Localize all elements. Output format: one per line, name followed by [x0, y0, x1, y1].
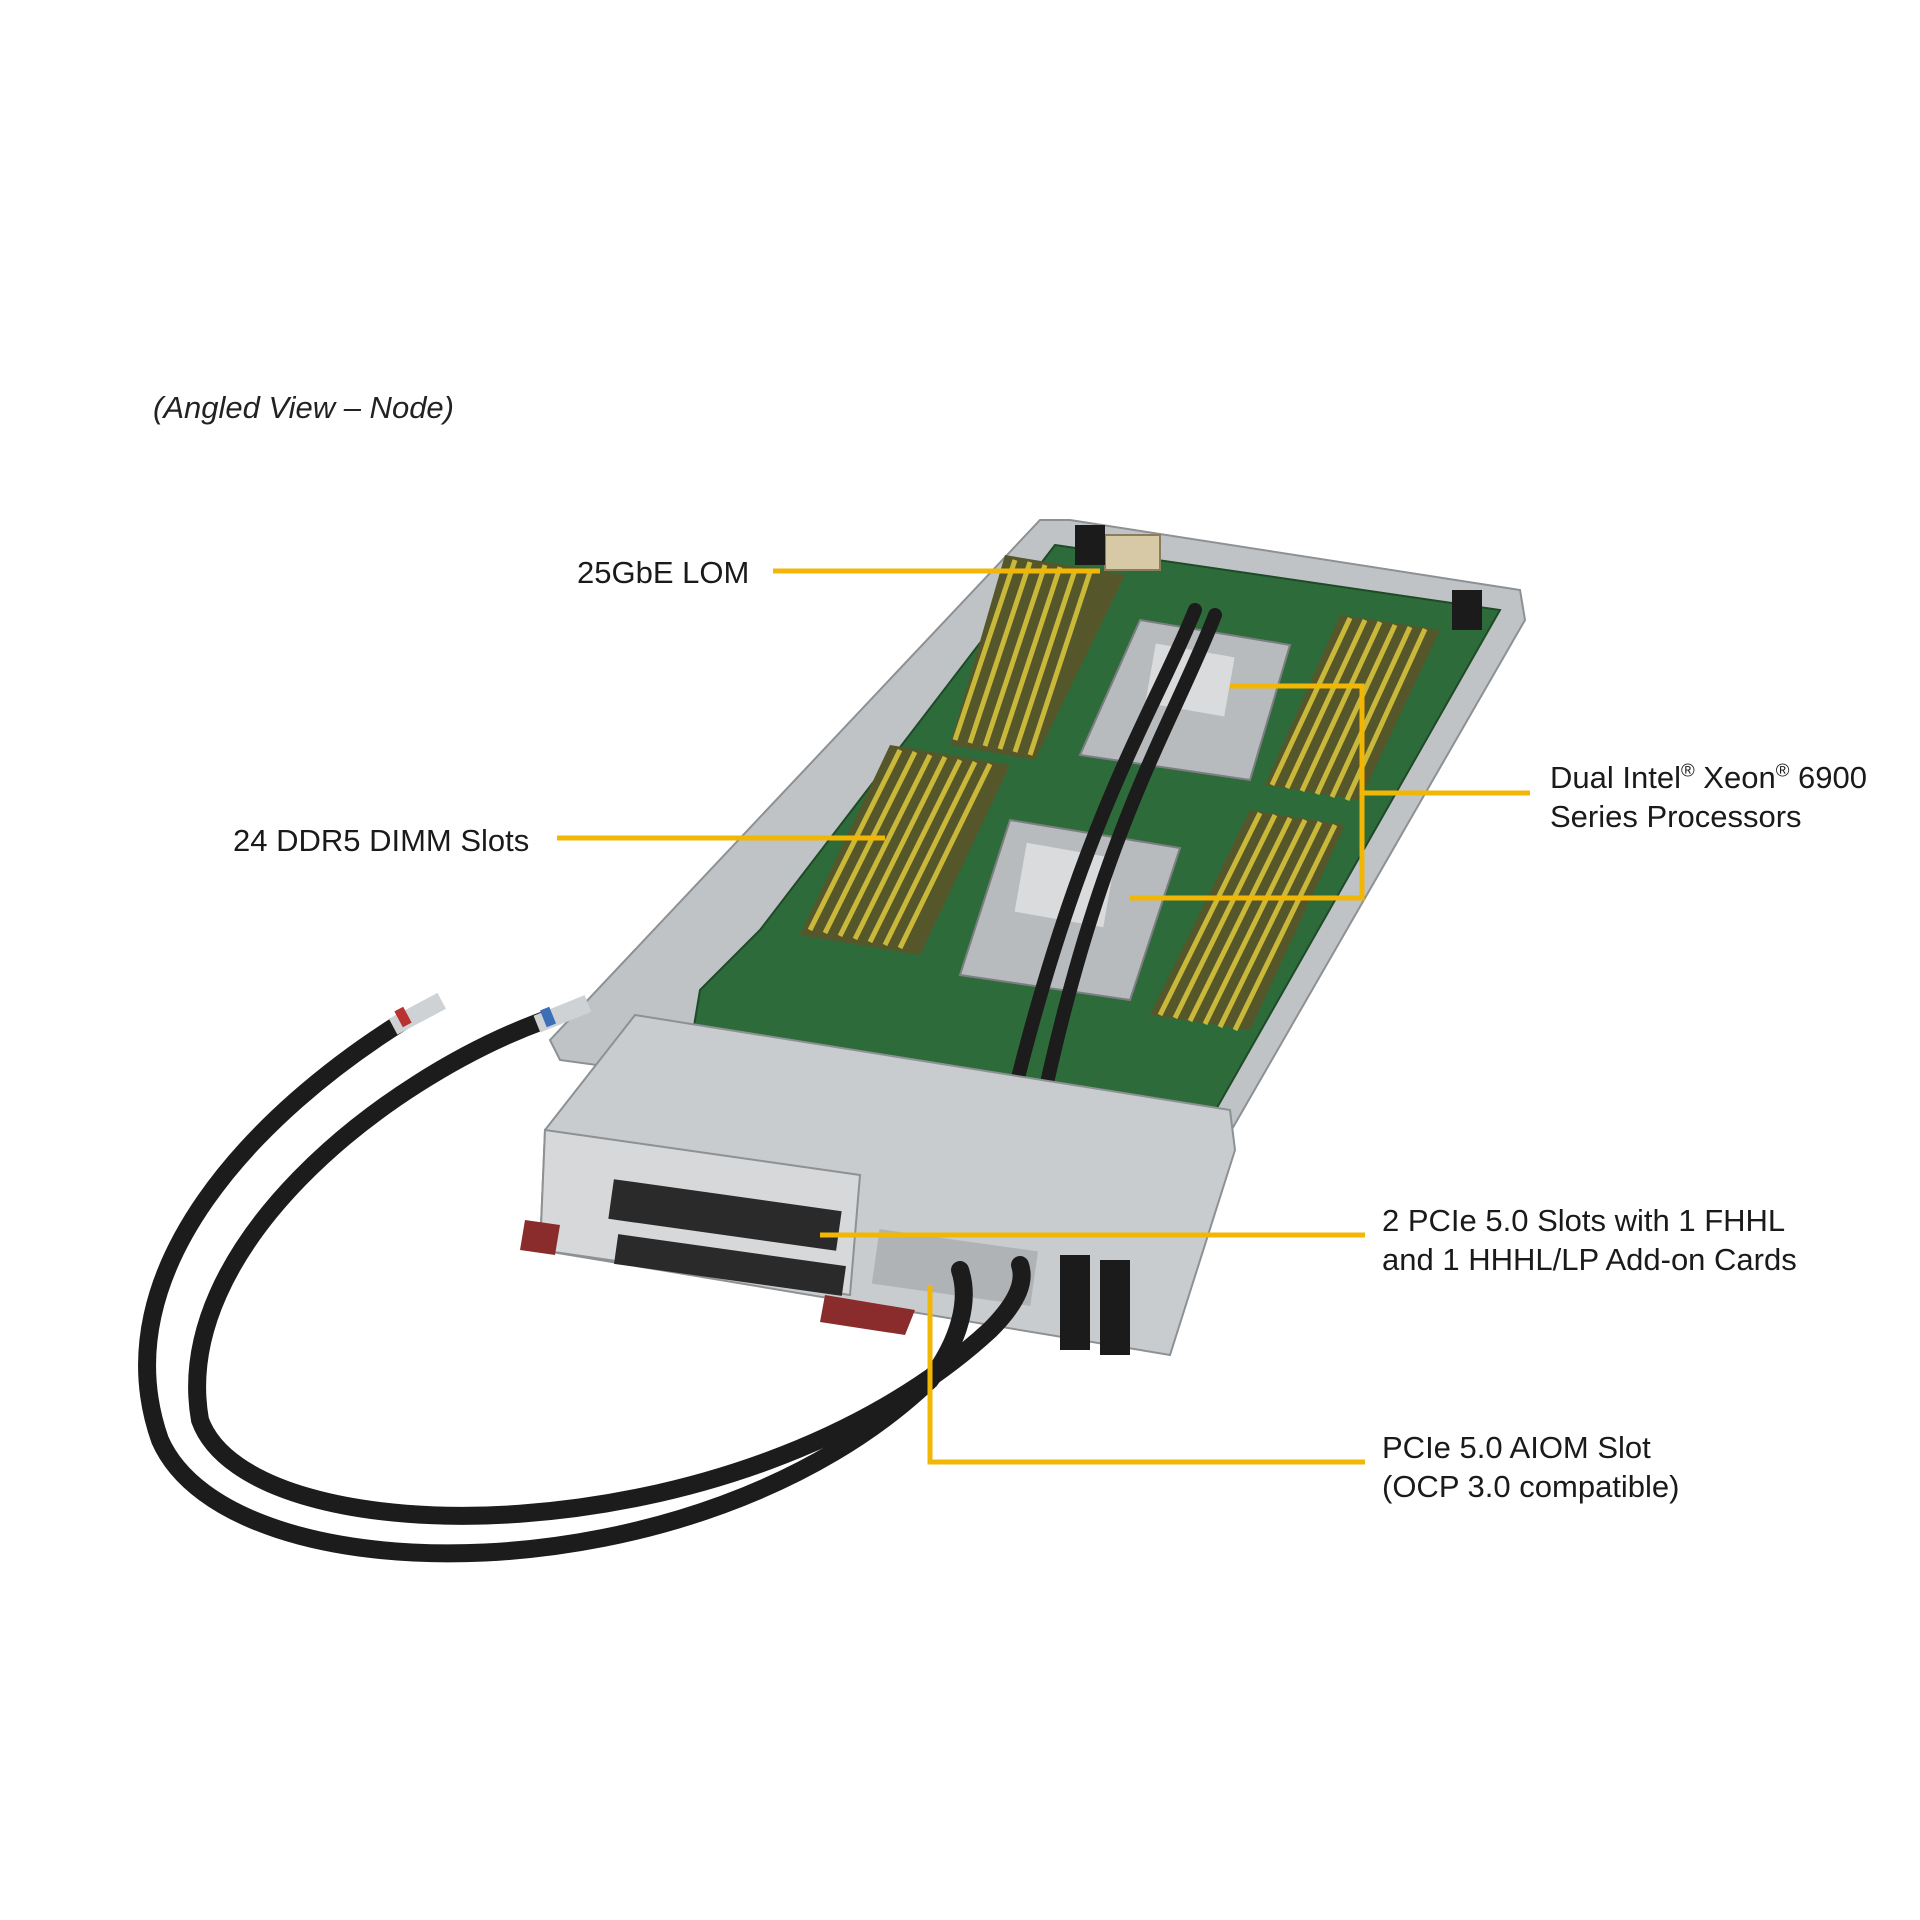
cpu-reg-mark-2: ® — [1775, 759, 1790, 781]
rear-power-connector-right — [1452, 590, 1482, 630]
callout-dimm-line1: 24 DDR5 DIMM Slots — [233, 823, 530, 858]
callout-pcie-line2: and 1 HHHL/LP Add-on Cards — [1382, 1242, 1797, 1277]
callout-cpu-line2: Series Processors — [1550, 799, 1802, 834]
cpu-text-a: Dual Intel — [1550, 760, 1681, 795]
leader-lines — [557, 568, 1530, 1465]
front-riser-bracket — [538, 1013, 1237, 1357]
front-release-handle — [820, 1295, 915, 1335]
cpu-reg-mark-1: ® — [1680, 759, 1695, 781]
callout-pcie: 2 PCIe 5.0 Slots with 1 FHHL and 1 HHHL/… — [1382, 1201, 1797, 1279]
callout-lom-line1: 25GbE LOM — [577, 555, 750, 590]
callout-pcie-line1: 2 PCIe 5.0 Slots with 1 FHHL — [1382, 1203, 1786, 1238]
callout-lom: 25GbE LOM — [577, 553, 749, 592]
callout-aiom-line2: (OCP 3.0 compatible) — [1382, 1469, 1680, 1504]
dimm-bank-lower-left — [800, 745, 1010, 955]
external-coolant-hoses — [138, 1011, 1031, 1563]
callout-cpu: Dual Intel® Xeon® 6900 Series Processors — [1550, 758, 1867, 836]
leader-aiom — [927, 1285, 1365, 1465]
callout-aiom: PCIe 5.0 AIOM Slot (OCP 3.0 compatible) — [1382, 1428, 1680, 1506]
dimm-bank-upper-left — [950, 555, 1125, 760]
view-title: (Angled View – Node) — [153, 390, 454, 425]
callout-aiom-line1: PCIe 5.0 AIOM Slot — [1382, 1430, 1651, 1465]
callout-dimm: 24 DDR5 DIMM Slots — [233, 821, 529, 860]
rear-power-connector-left — [1075, 525, 1105, 565]
cpu-text-b: Xeon — [1694, 760, 1776, 795]
lan-connector — [1104, 534, 1161, 571]
dimm-bank-lower-right — [1150, 810, 1345, 1032]
dimm-bank-upper-right — [1265, 615, 1440, 802]
callout-cpu-line1: Dual Intel® Xeon® 6900 — [1550, 758, 1867, 797]
quick-disconnect-fittings — [388, 992, 592, 1035]
left-release-handle — [520, 1220, 560, 1255]
internal-coolant-tubes — [1003, 603, 1222, 1122]
cpu-text-c: 6900 — [1789, 760, 1867, 795]
